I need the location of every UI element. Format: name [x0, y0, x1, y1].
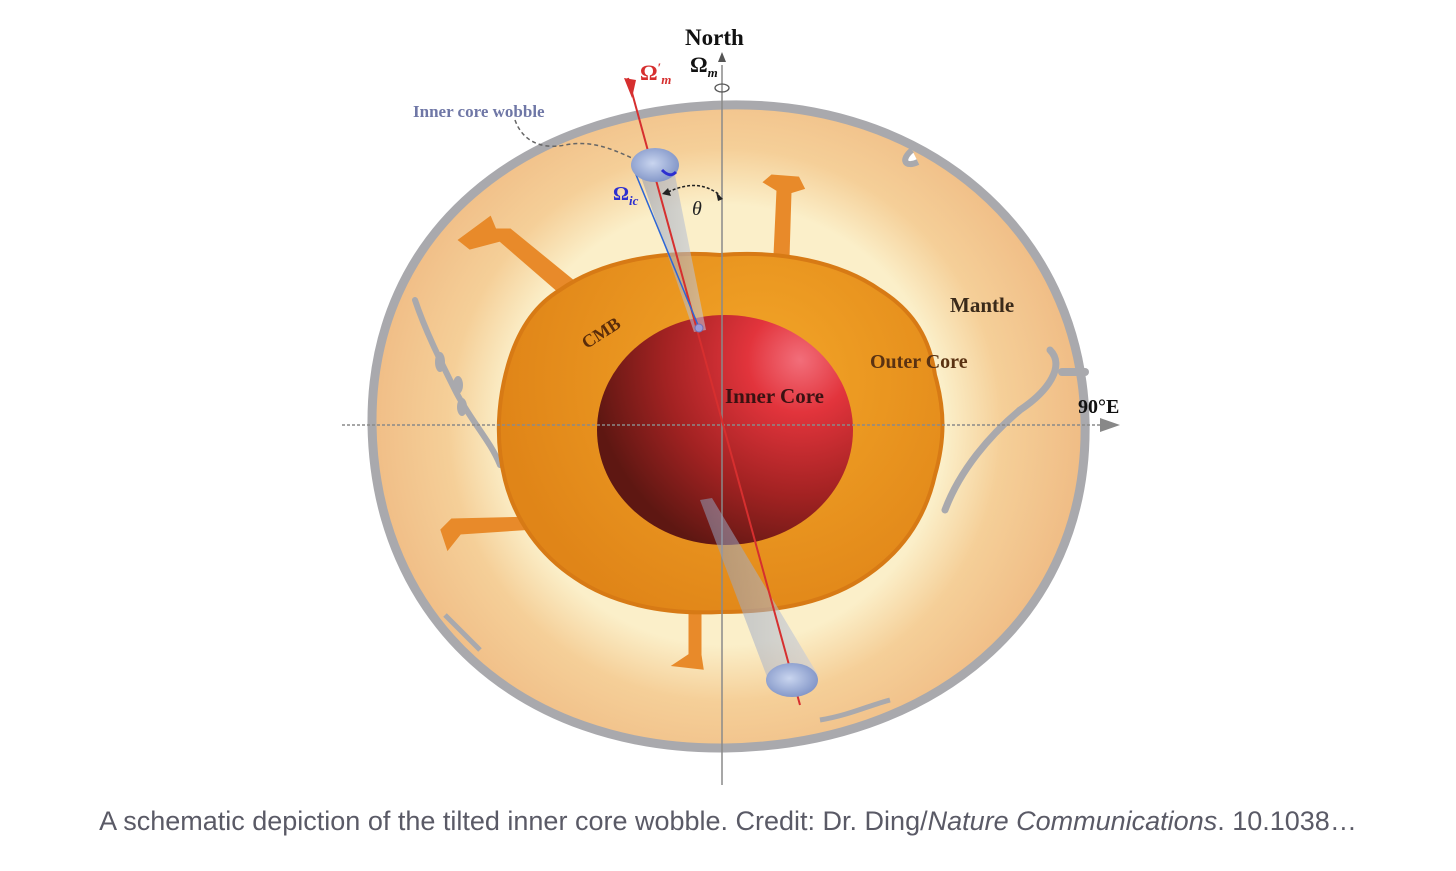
wobble-axis-beam: [624, 77, 818, 706]
inner-core-label: Inner Core: [725, 384, 824, 408]
figure-caption: A schematic depiction of the tilted inne…: [0, 806, 1456, 837]
caption-doi: . 10.1038…: [1217, 806, 1357, 836]
mantle-label: Mantle: [950, 293, 1014, 317]
wobble-leader-line: [514, 119, 633, 159]
wobble-cap-north: [631, 148, 679, 182]
wobble-cap-south: [766, 663, 818, 697]
omega-m-label: Ωm: [690, 52, 718, 80]
east-label: 90°E: [1078, 396, 1119, 418]
omega-m-prime-label: Ω′m: [640, 60, 671, 87]
outer-core-label: Outer Core: [870, 351, 968, 373]
caption-journal: Nature Communications: [927, 806, 1218, 836]
earth-interior-diagram: North Ωm Ω′m Ωic θ Inner core wobble CMB…: [342, 25, 1120, 785]
north-label: North: [685, 25, 744, 50]
omega-ic-label: Ωic: [613, 183, 639, 208]
wobble-label: Inner core wobble: [413, 102, 545, 121]
theta-label: θ: [692, 198, 702, 220]
coordinate-axes: [342, 52, 1120, 785]
caption-text: A schematic depiction of the tilted inne…: [99, 806, 928, 836]
